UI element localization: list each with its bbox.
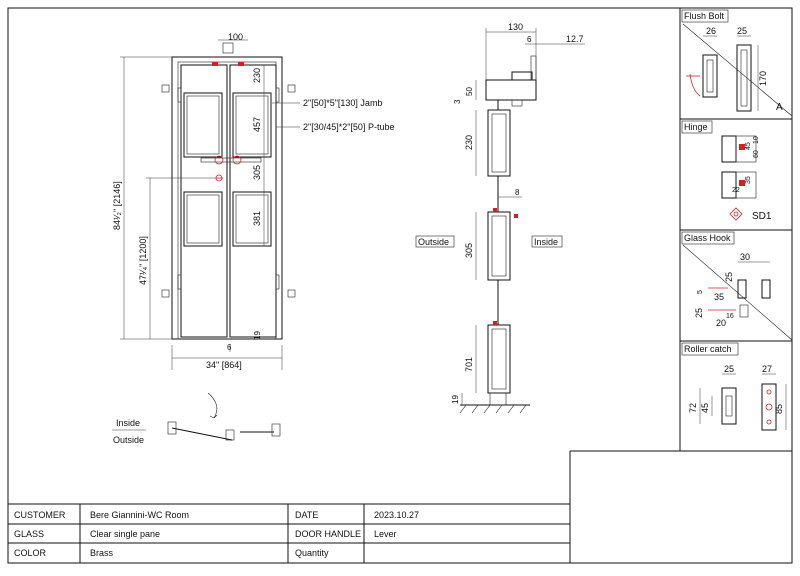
flush-bolt-dim-b: 25	[737, 26, 747, 36]
section-outside-label: Outside	[418, 237, 449, 247]
flush-bolt-title: Flush Bolt	[684, 11, 725, 21]
section-view: 130 6 12.7 50 3 230 8 305 701 19 Outside…	[415, 22, 585, 414]
dim-top-offset: 100	[228, 32, 243, 42]
glass-hook-dim-f: 20	[716, 318, 726, 328]
dim-floor-gap: 19	[451, 395, 460, 404]
roller-catch-title: Roller catch	[684, 344, 732, 354]
dim-head-small: 6	[527, 35, 532, 44]
hinge-code: SD1	[752, 211, 772, 222]
dim-lower-panel: 381	[252, 211, 262, 226]
roller-catch-dim-c: 72	[688, 403, 698, 413]
dim-frame-depth: 50	[465, 87, 474, 96]
hinge-dim-a: 45	[745, 142, 752, 150]
hinge-dim-c: 60	[753, 150, 760, 158]
customer-label: CUSTOMER	[14, 510, 66, 520]
roller-catch-dim-e: 85	[774, 404, 784, 414]
dim-head-gap: 3	[453, 99, 462, 104]
dim-stop-width: 12.7	[566, 34, 584, 44]
section-inside-label: Inside	[534, 237, 558, 247]
dim-middle-gap: 305	[252, 165, 262, 180]
flush-bolt-dim-c: 170	[758, 71, 768, 86]
date-label: DATE	[295, 510, 319, 520]
flush-bolt-mark: A	[776, 102, 783, 113]
glass-hook-dim-b: 25	[724, 272, 734, 282]
dim-gap-8: 8	[515, 188, 520, 197]
glass-hook-dim-e: 25	[694, 308, 704, 318]
detail-glass-hook: Glass Hook 30 25 5 35 25 20 16	[681, 231, 793, 341]
plan-inside-label: Inside	[116, 418, 140, 428]
dim-top-rail: 230	[464, 135, 474, 150]
front-elevation: 100 230 457 305 381 19 6 84¹⁄₂" [2146] 4…	[112, 32, 394, 370]
dim-bottom-small: 6	[227, 343, 232, 352]
glass-hook-dim-a: 30	[740, 252, 750, 262]
glass-hook-dim-g: 16	[726, 313, 734, 320]
ptube-callout: 2"[30/45]*2"[50] P-tube	[303, 122, 394, 132]
glass-label: GLASS	[14, 529, 45, 539]
dim-top-panel: 230	[252, 68, 262, 83]
color-label: COLOR	[14, 548, 47, 558]
dim-bottom-rail: 701	[464, 357, 474, 372]
door-handle-value: Lever	[374, 529, 397, 539]
plan-outside-label: Outside	[113, 435, 144, 445]
roller-catch-dim-d: 45	[700, 403, 710, 413]
door-handle-label: DOOR HANDLE	[295, 529, 362, 539]
roller-catch-dim-a: 25	[724, 364, 734, 374]
flush-bolt-dim-a: 26	[706, 26, 716, 36]
hinge-dim-e: 22	[732, 187, 740, 194]
hinge-title: Hinge	[684, 122, 708, 132]
color-value: Brass	[90, 548, 114, 558]
plan-view: Inside Outside	[112, 392, 281, 445]
quantity-label: Quantity	[295, 548, 329, 558]
glass-hook-dim-d: 35	[714, 292, 724, 302]
dim-handle-height: 47¹⁄₄" [1200]	[138, 236, 148, 285]
dim-overall-height: 84¹⁄₂" [2146]	[112, 181, 122, 230]
detail-hinge: Hinge 45 10 60 35 22 SD1	[681, 120, 772, 222]
glass-hook-dim-c: 5	[697, 290, 704, 294]
dim-head-width: 130	[508, 22, 523, 32]
glass-hook-title: Glass Hook	[684, 233, 731, 243]
detail-flush-bolt: Flush Bolt 26 25 170 A	[681, 9, 793, 117]
glass-value: Clear single pane	[90, 529, 161, 539]
detail-roller-catch: Roller catch 25 27 72 45 85	[681, 342, 787, 431]
hinge-dim-b: 10	[753, 136, 760, 144]
dim-bottom-offset: 19	[253, 331, 262, 340]
customer-value: Bere Giannini-WC Room	[90, 510, 190, 520]
right-leaf	[229, 64, 277, 338]
dim-panel-height: 457	[252, 117, 262, 132]
sheet-border	[7, 7, 793, 564]
title-block-grid	[8, 503, 570, 563]
dim-mid-rail: 305	[464, 243, 474, 258]
jamb-callout: 2"[50]*5"[130] Jamb	[303, 98, 382, 108]
hinge-dim-d: 35	[745, 176, 752, 184]
dim-overall-width: 34" [864]	[206, 360, 242, 370]
roller-catch-dim-b: 27	[762, 364, 772, 374]
date-value: 2023.10.27	[374, 510, 420, 520]
left-leaf	[180, 64, 228, 338]
